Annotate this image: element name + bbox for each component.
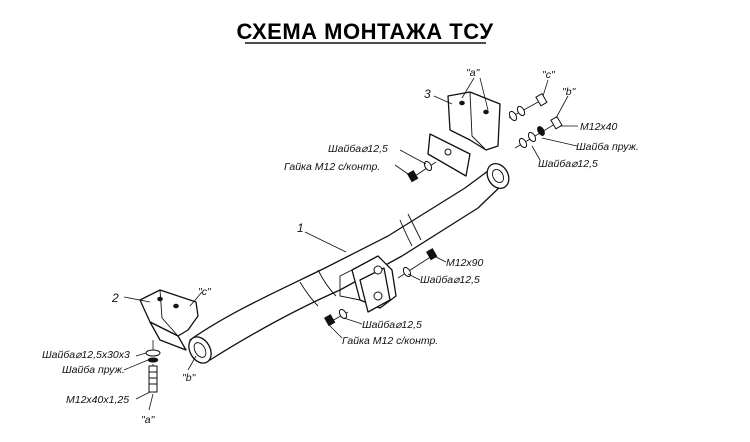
tow-beam xyxy=(188,163,510,364)
label-right-bolt: M12x40 xyxy=(580,121,618,133)
left-bottom-hardware xyxy=(145,340,161,393)
part-number-left-bracket: 2 xyxy=(111,291,119,305)
diagram-title: СХЕМА МОНТАЖА ТСУ xyxy=(236,19,493,44)
top-nut-washer xyxy=(406,160,437,183)
point-b-top: "b" xyxy=(562,86,577,98)
point-c-top: "c" xyxy=(542,69,556,81)
right-bracket xyxy=(427,91,501,177)
label-bottom-washer: Шайба⌀12,5 xyxy=(362,319,422,331)
labels: 1 2 3 "a" "c" "b" "c" "b" "a" M12x40 Шай… xyxy=(42,67,639,426)
point-b-left: "b" xyxy=(182,372,197,384)
label-center-bolt: M12x90 xyxy=(446,257,484,269)
left-bracket xyxy=(139,289,199,351)
right-hardware xyxy=(508,92,563,149)
center-bracket xyxy=(339,255,397,313)
label-top-nut: Гайка М12 с/контр. xyxy=(284,161,380,173)
part-number-beam: 1 xyxy=(297,221,304,235)
part-number-right-bracket: 3 xyxy=(424,87,431,101)
point-a-top: "a" xyxy=(466,67,481,79)
label-top-washer: Шайба⌀12,5 xyxy=(328,143,388,155)
label-center-washer: Шайба⌀12,5 xyxy=(420,274,480,286)
label-left-spring-washer: Шайба пруж. xyxy=(62,364,125,376)
center-hardware xyxy=(323,248,438,327)
point-a-left: "a" xyxy=(141,414,156,426)
point-c-left: "c" xyxy=(198,286,212,298)
label-bottom-nut: Гайка М12 с/контр. xyxy=(342,335,438,347)
leader-lines xyxy=(123,77,578,411)
label-right-washer: Шайба⌀12,5 xyxy=(538,158,598,170)
label-left-bolt: M12x40x1,25 xyxy=(66,394,129,406)
label-left-big-washer: Шайба⌀12,5x30x3 xyxy=(42,349,130,361)
label-right-spring-washer: Шайба пруж. xyxy=(576,141,639,153)
